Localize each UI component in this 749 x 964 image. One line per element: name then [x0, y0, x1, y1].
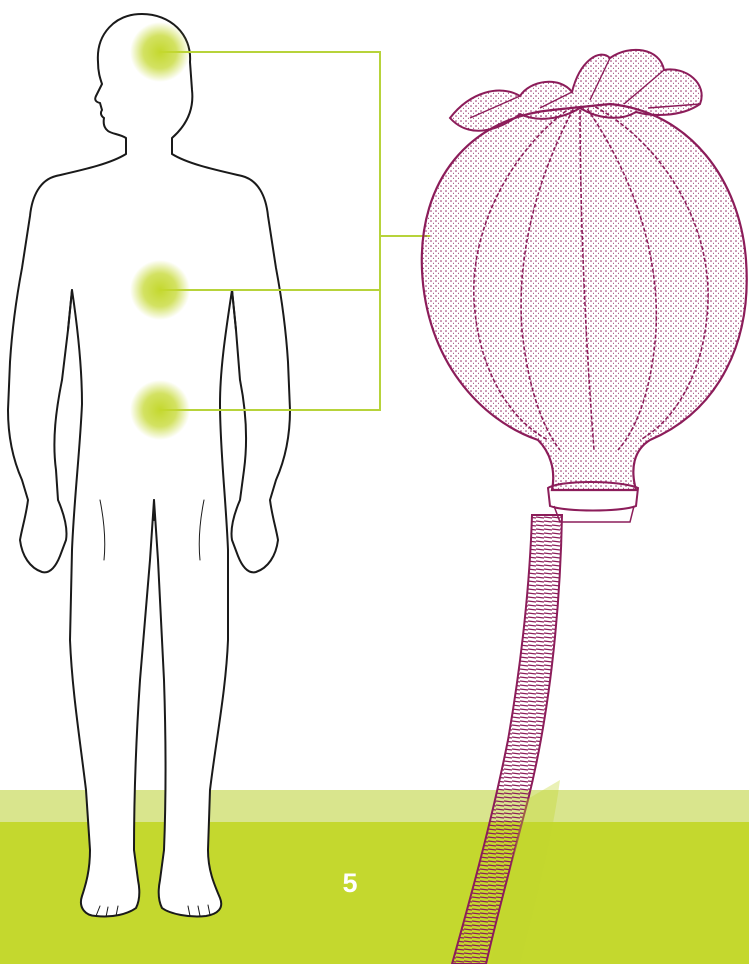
glow-dot-icon — [130, 380, 190, 440]
glow-dot-icon — [130, 260, 190, 320]
human-silhouette-icon — [8, 14, 290, 917]
poppy-seed-pod-icon — [422, 50, 747, 964]
glow-dot-icon — [130, 22, 190, 82]
page-number: 5 — [330, 868, 370, 899]
